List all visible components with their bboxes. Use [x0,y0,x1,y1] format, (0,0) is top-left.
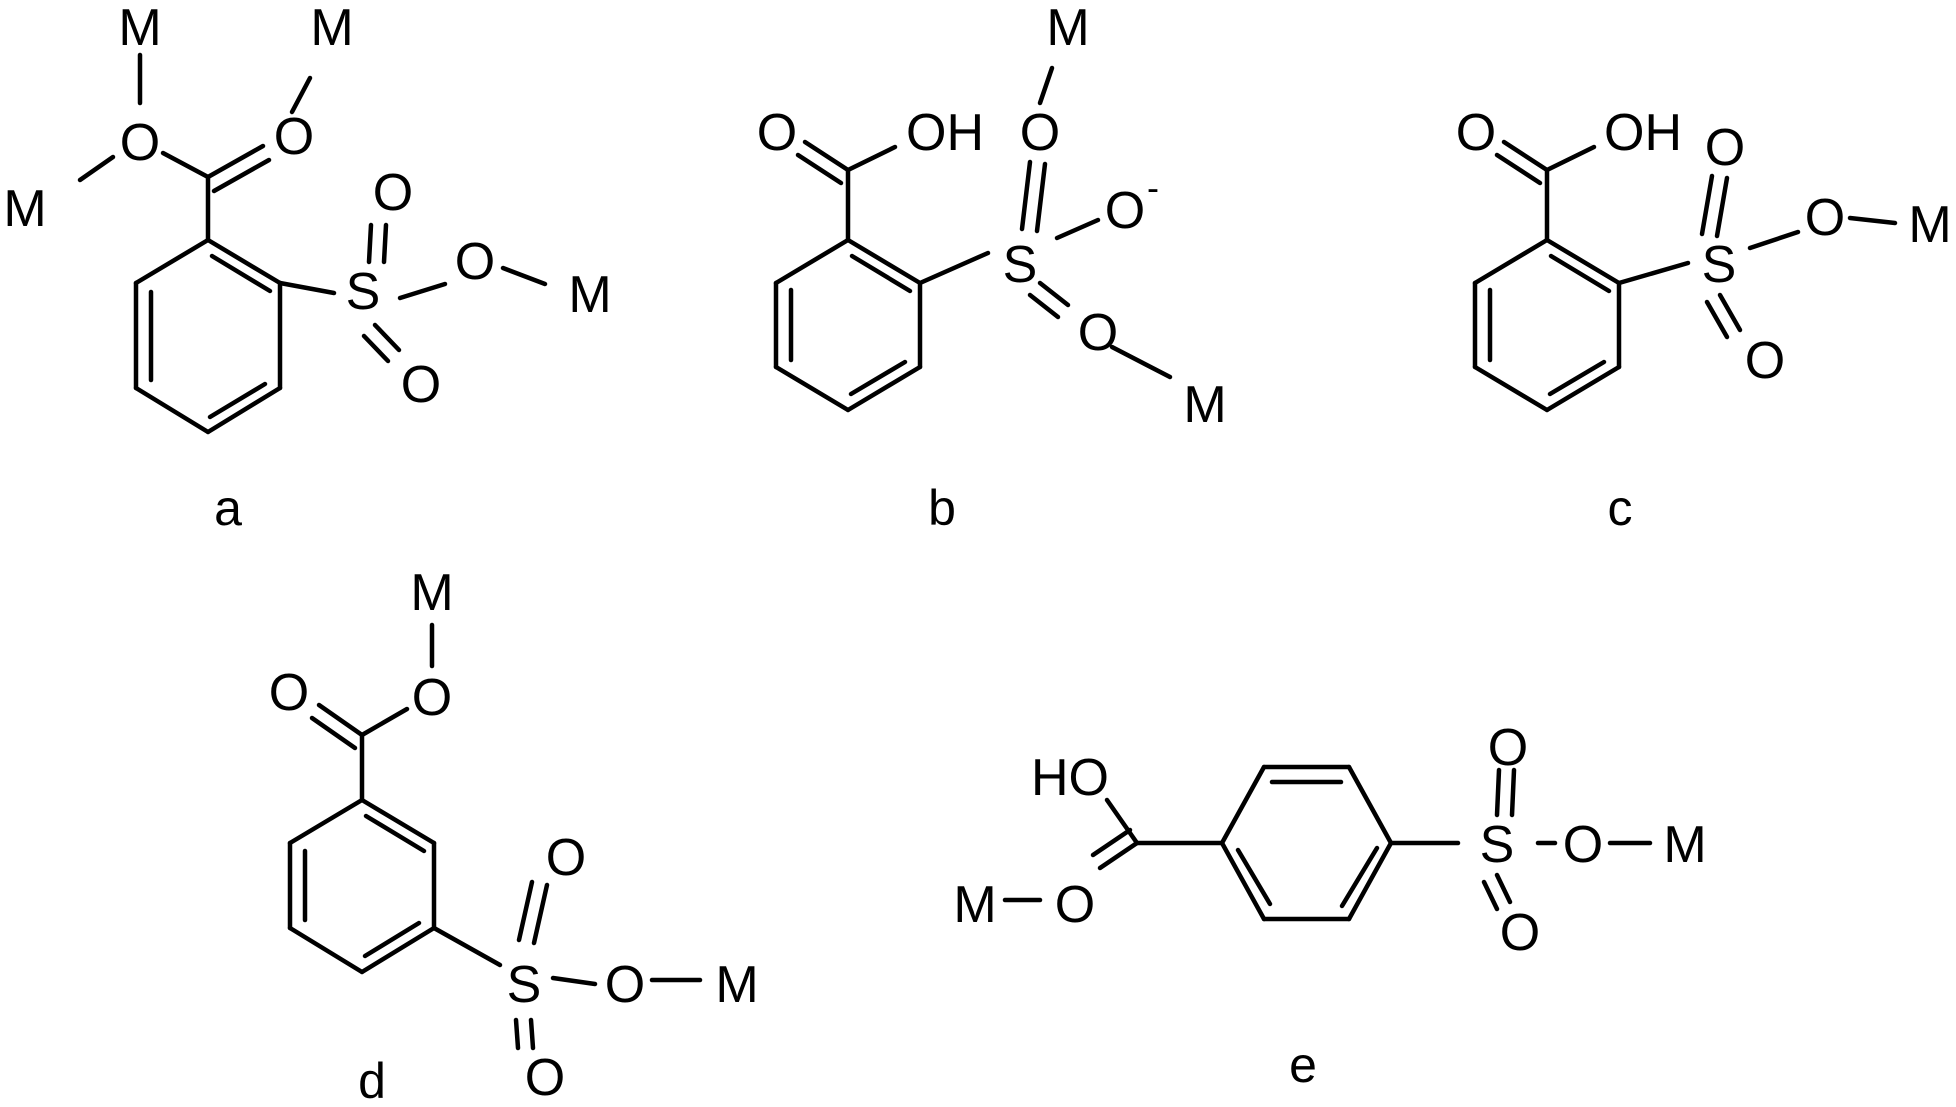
atom-M: M [1183,376,1226,434]
atom-O: O [1055,876,1095,934]
atom-M: M [1663,816,1706,874]
atom-M: M [310,0,353,57]
atom-O: O [1078,304,1118,362]
atom-O: O [1705,119,1745,177]
atom-O: O [401,356,441,414]
atom-O: O [1456,104,1496,162]
atom-O: O [269,664,309,722]
atom-M: M [3,180,46,238]
atom-HO: HO [1031,749,1109,807]
atom-O: O [1020,104,1060,162]
atom-S: S [1480,816,1515,874]
atom-O: O [412,669,452,727]
atom-O: O [605,956,645,1014]
atom-S: S [1003,236,1038,294]
structure-b: O OH M O S O - O M b [757,0,1227,536]
caption-d: d [358,1053,386,1107]
atom-M: M [118,0,161,57]
atom-OH: OH [1604,104,1682,162]
atom-O: O [1563,816,1603,874]
atom-S: S [1702,236,1737,294]
caption-e: e [1289,1037,1317,1093]
atom-O: O [455,233,495,291]
atom-O: O [1745,332,1785,390]
atom-M: M [1908,196,1951,254]
atom-O: O [525,1049,565,1107]
atom-O: O [1805,189,1845,247]
atom-S: S [346,263,381,321]
structure-e: HO M O O S O M O e [953,719,1706,1093]
atom-O: O [546,829,586,887]
caption-a: a [214,480,242,536]
atom-M: M [715,956,758,1014]
structure-a: M M M O O S O O M O a [3,0,611,536]
atom-O: O [1500,904,1540,962]
atom-O: O [757,104,797,162]
atom-M: M [568,266,611,324]
caption-c: c [1608,480,1633,536]
atom-M: M [1046,0,1089,57]
atom-O: O [1105,182,1145,240]
structure-d: M O O O S O M O d [269,564,759,1107]
caption-b: b [928,480,956,536]
negative-charge: - [1147,167,1159,208]
atom-OH: OH [906,104,984,162]
atom-M: M [410,564,453,622]
atom-O: O [274,108,314,166]
atom-O: O [373,164,413,222]
atom-O: O [120,114,160,172]
atom-O: O [1488,719,1528,777]
structure-c: O OH O S O M O c [1456,104,1952,536]
atom-S: S [507,956,542,1014]
atom-M: M [953,876,996,934]
